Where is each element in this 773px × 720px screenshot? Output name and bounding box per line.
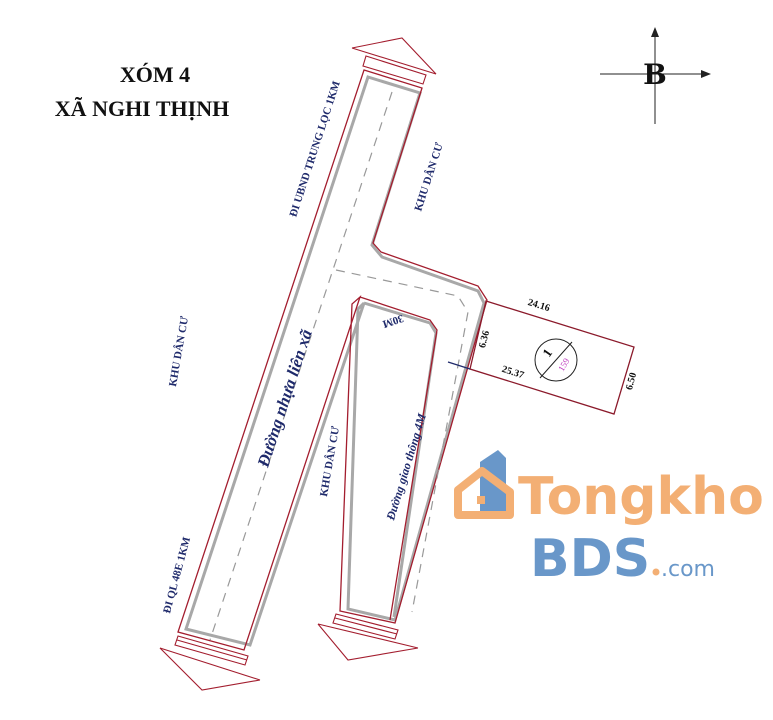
land-plot: 1 159 24.16 6.36 6.50 25.37 — [447, 297, 639, 415]
label-distance: 30M — [380, 312, 405, 330]
label-residential-middle: KHU DÂN CƯ — [318, 425, 342, 497]
watermark-brand-blue: BDS — [530, 529, 650, 589]
label-side-road: Đường giao thông 4M — [383, 412, 429, 523]
dim-bottom: 25.37 — [500, 364, 525, 381]
compass-letter: B — [643, 58, 667, 91]
house-logo-icon — [454, 450, 514, 519]
label-residential-left: KHU DÂN CƯ — [167, 315, 191, 387]
title-line2: XÃ NGHI THỊNH — [55, 96, 229, 121]
label-bottom-road-direction: ĐI QL 48E 1KM — [161, 535, 193, 615]
dim-left: 6.36 — [477, 329, 492, 349]
watermark-brand-orange: Tongkho — [518, 467, 764, 527]
label-residential-right: KHU DÂN CƯ — [412, 141, 445, 213]
dim-top: 24.16 — [526, 297, 551, 314]
plot-area: 159 — [556, 356, 572, 373]
plot-number: 1 — [539, 346, 555, 360]
title-line1: XÓM 4 — [120, 62, 190, 87]
dim-right: 6.50 — [624, 371, 639, 391]
watermark: Tongkho BDS .com — [454, 450, 764, 589]
label-top-road-direction: ĐI UBND TRUNG LỌC 1KM — [287, 79, 343, 219]
road-network — [159, 37, 488, 691]
watermark-domain: .com — [661, 557, 715, 582]
north-arrow-icon: B — [600, 27, 711, 124]
